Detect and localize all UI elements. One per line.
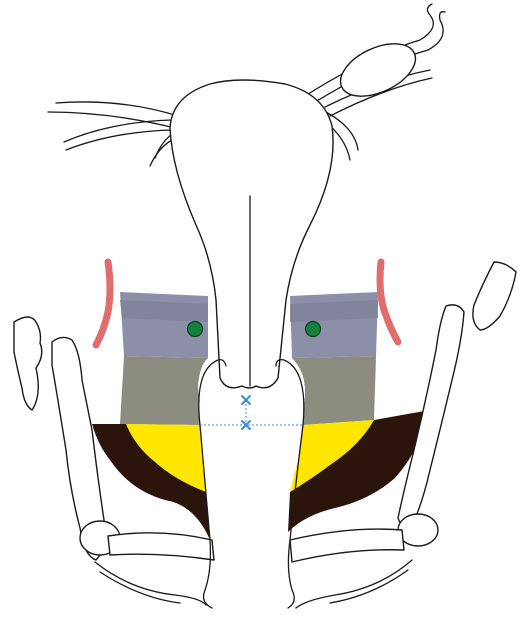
left-pelvic-bone xyxy=(14,317,42,410)
right-green-dot xyxy=(306,322,321,337)
left-graygreen-layer xyxy=(120,356,208,425)
cross-marker-upper xyxy=(242,396,250,404)
right-ischial-tuberosity xyxy=(398,514,438,546)
right-lower-ramus xyxy=(290,529,404,562)
left-red-vessel xyxy=(96,262,110,345)
left-lower-ramus xyxy=(108,533,214,560)
right-graygreen-layer xyxy=(292,356,376,425)
left-ligament-lines xyxy=(48,102,178,166)
right-pelvic-bone xyxy=(473,262,516,330)
left-green-dot xyxy=(188,322,203,337)
right-red-vessel xyxy=(380,262,398,342)
ovary xyxy=(332,33,423,107)
measurement-markers xyxy=(200,396,303,429)
left-lower-arc xyxy=(95,562,206,605)
right-lower-arc xyxy=(296,560,412,608)
cervix-lip-right xyxy=(276,360,304,425)
